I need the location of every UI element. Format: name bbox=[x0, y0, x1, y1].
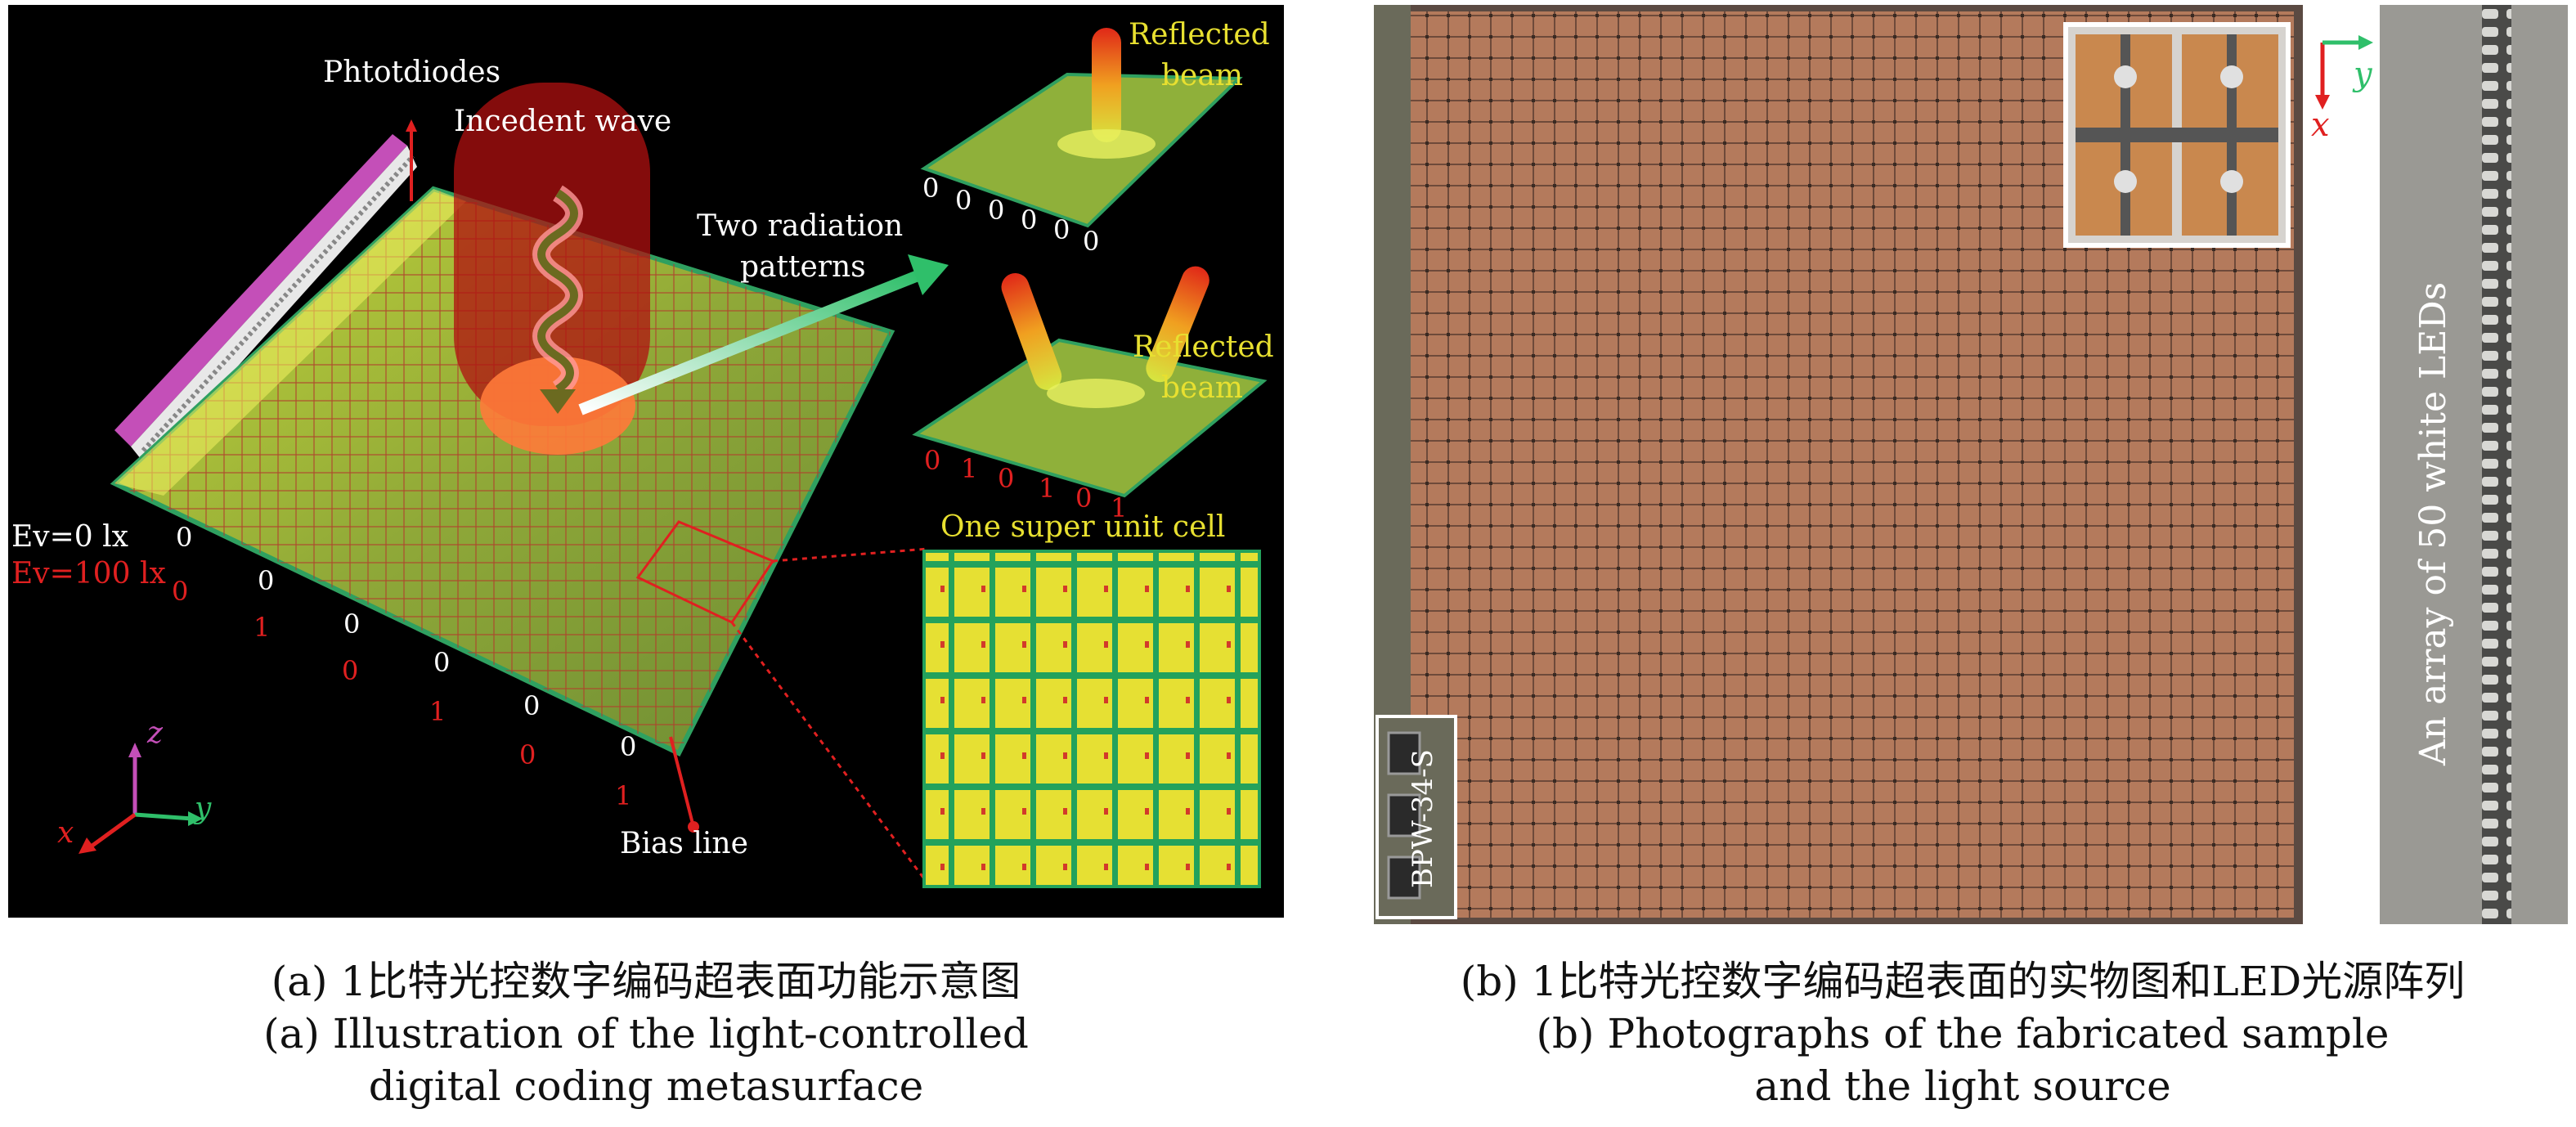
diag-red-digit: 1 bbox=[615, 780, 632, 811]
reflected-beam-top-label-1: Reflected bbox=[1129, 18, 1270, 52]
metasurface-plate bbox=[110, 186, 895, 757]
caption-b: (b) 1比特光控数字编码超表面的实物图和LED光源阵列 (b) Photogr… bbox=[1358, 955, 2568, 1112]
reflected-pattern-top bbox=[920, 28, 1243, 228]
caption-b-en-1: (b) Photographs of the fabricated sample bbox=[1536, 1010, 2390, 1057]
metasurface-illustration bbox=[79, 28, 1268, 888]
axes-icon bbox=[79, 743, 203, 854]
ev100-label: Ev=100 lx bbox=[11, 557, 166, 590]
coding-mid-digit: 0 bbox=[924, 445, 941, 476]
bias-line-label: Bias line bbox=[620, 827, 748, 860]
photodiodes-label: Phtotdiodes bbox=[323, 56, 501, 89]
two-radiation-label-2: patterns bbox=[740, 250, 866, 284]
zoom-connector-top bbox=[772, 547, 929, 563]
fabricated-sample-image bbox=[1374, 5, 2303, 924]
diag-white-digit: 0 bbox=[343, 608, 361, 640]
coding-mid-digit: 1 bbox=[961, 453, 978, 484]
caption-b-cn: (b) 1比特光控数字编码超表面的实物图和LED光源阵列 bbox=[1460, 958, 2466, 1005]
coding-mid-digit: 0 bbox=[998, 463, 1015, 494]
reflected-beam-mid-label-1: Reflected bbox=[1133, 330, 1274, 364]
caption-b-en-2: and the light source bbox=[1754, 1062, 2171, 1110]
axis-y-label: y bbox=[195, 792, 212, 825]
photodiode-part-label: BPW-34-S bbox=[1407, 749, 1439, 888]
incident-wave-column bbox=[454, 83, 650, 455]
coding-top-digit: 0 bbox=[1021, 204, 1038, 236]
two-radiation-label-1: Two radiation bbox=[697, 209, 904, 243]
diag-white-digit: 0 bbox=[620, 731, 637, 762]
coding-mid-digit: 1 bbox=[1111, 492, 1128, 523]
diag-white-digit: 0 bbox=[433, 647, 451, 678]
super-unit-cell-zoom bbox=[922, 550, 1261, 888]
ev0-label: Ev=0 lx bbox=[11, 520, 128, 554]
reflected-pattern-mid bbox=[912, 266, 1268, 498]
caption-a-en-2: digital coding metasurface bbox=[368, 1062, 924, 1110]
coding-mid-digit: 1 bbox=[1039, 473, 1056, 504]
diag-red-digit: 0 bbox=[172, 576, 189, 607]
panel-b-led-strip: An array of 50 white LEDs bbox=[2380, 5, 2568, 924]
axis-x-label: x bbox=[57, 816, 74, 850]
bias-line-pointer bbox=[669, 736, 695, 828]
reflected-beam-mid-label-2: beam bbox=[1161, 371, 1243, 405]
photodiode-pointer-arrowhead bbox=[406, 119, 417, 132]
coding-top-digit: 0 bbox=[955, 185, 972, 216]
led-strip-image bbox=[2380, 5, 2568, 924]
diag-white-digit: 0 bbox=[523, 690, 541, 721]
photodiode-array bbox=[114, 134, 417, 467]
diag-red-digit: 0 bbox=[342, 655, 359, 686]
radiation-arrow bbox=[578, 269, 922, 415]
diag-red-digit: 1 bbox=[429, 696, 447, 727]
coding-mid-digit: 0 bbox=[1075, 483, 1093, 514]
diag-red-digit: 0 bbox=[519, 739, 536, 770]
super-unit-cell-label: One super unit cell bbox=[940, 510, 1226, 544]
panel-b-sample-photo: BPW-34-S bbox=[1374, 5, 2303, 924]
caption-a-en-1: (a) Illustration of the light-controlled bbox=[263, 1010, 1029, 1057]
photodiode-inset bbox=[1376, 715, 1457, 919]
caption-a-cn: (a) 1比特光控数字编码超表面功能示意图 bbox=[271, 958, 1021, 1005]
panel-a-illustration: Phtotdiodes Incedent wave Two radiation … bbox=[8, 5, 1284, 918]
caption-a: (a) 1比特光控数字编码超表面功能示意图 (a) Illustration o… bbox=[8, 955, 1284, 1112]
axis-z-label: z bbox=[147, 716, 163, 750]
led-array bbox=[2482, 5, 2511, 924]
led-array-label: An array of 50 white LEDs bbox=[2412, 281, 2454, 766]
coding-top-digit: 0 bbox=[922, 173, 940, 204]
zoom-connector-bottom bbox=[730, 622, 930, 885]
axis-y-label-b: y bbox=[2354, 56, 2372, 93]
diag-white-digit: 0 bbox=[176, 522, 193, 553]
axes-icon-b bbox=[2315, 35, 2373, 110]
unit-cell-inset bbox=[2063, 22, 2291, 248]
radiation-arrowhead bbox=[908, 254, 949, 295]
coding-top-digit: 0 bbox=[1053, 214, 1070, 245]
bias-line-pointer-dot bbox=[688, 821, 699, 833]
coding-top-digit: 0 bbox=[988, 195, 1005, 226]
coding-top-digit: 0 bbox=[1083, 226, 1100, 257]
incident-wave-label: Incedent wave bbox=[454, 105, 672, 138]
reflected-beam-top-label-2: beam bbox=[1161, 59, 1243, 92]
diag-white-digit: 0 bbox=[258, 565, 275, 596]
diag-red-digit: 1 bbox=[254, 612, 271, 643]
axis-x-label-b: x bbox=[2311, 106, 2330, 144]
